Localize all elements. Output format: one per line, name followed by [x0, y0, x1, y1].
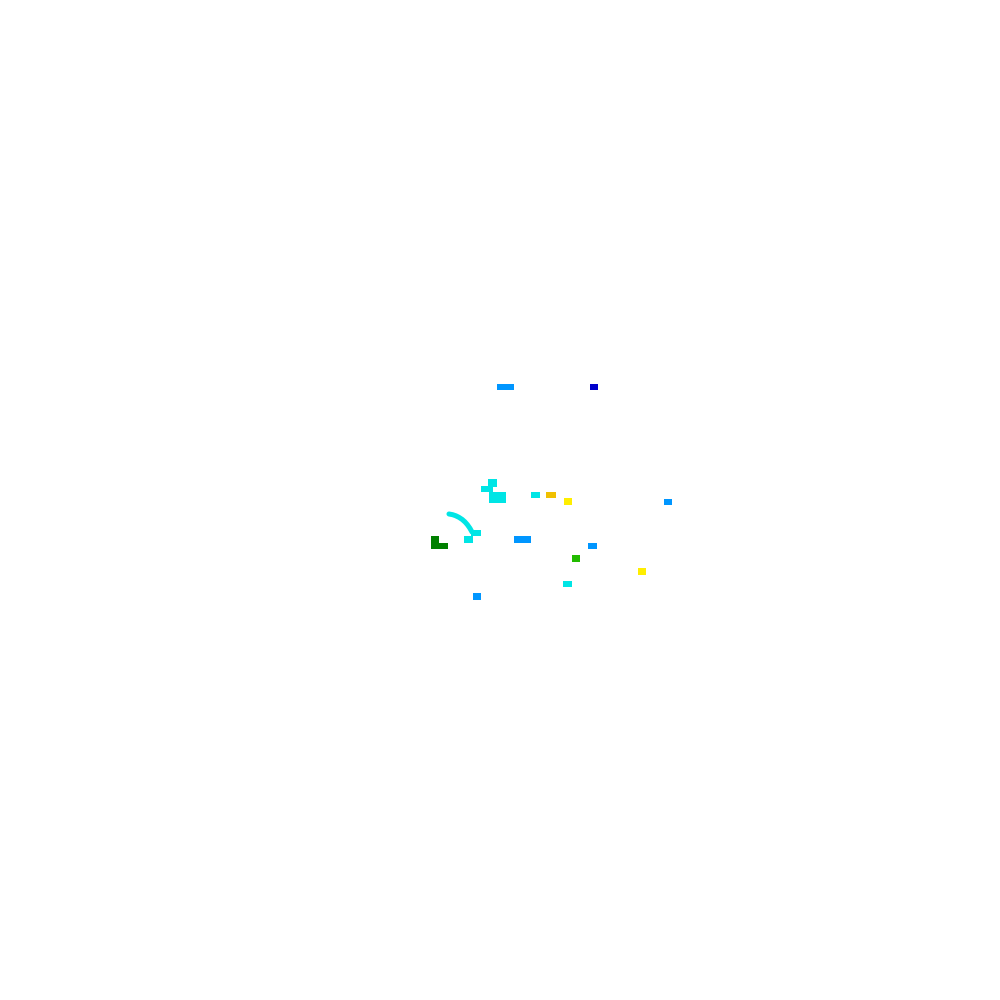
- blip-cyan-1: [488, 479, 497, 487]
- blip-cyan-5: [471, 530, 481, 536]
- blip-yellow-2: [638, 568, 646, 575]
- blip-sky-blue-3: [514, 536, 531, 543]
- blip-cyan-7: [563, 581, 572, 587]
- blip-sky-blue-1: [497, 384, 514, 390]
- blip-yellow-1: [564, 498, 572, 505]
- blip-cyan-2: [481, 486, 493, 492]
- blip-sky-blue-2: [664, 499, 672, 505]
- cyan-arc-trail: [446, 511, 475, 535]
- blip-cyan-4: [531, 492, 540, 498]
- blip-green-1: [431, 536, 439, 548]
- blip-sky-blue-5: [473, 593, 481, 600]
- blip-cyan-3: [489, 492, 506, 503]
- blip-dark-blue-1: [590, 384, 598, 390]
- blip-amber-1: [546, 492, 556, 498]
- blip-sky-blue-4: [588, 543, 597, 549]
- blip-green-2: [431, 543, 448, 549]
- blip-bright-green-1: [572, 555, 580, 562]
- blip-cyan-6: [464, 536, 473, 543]
